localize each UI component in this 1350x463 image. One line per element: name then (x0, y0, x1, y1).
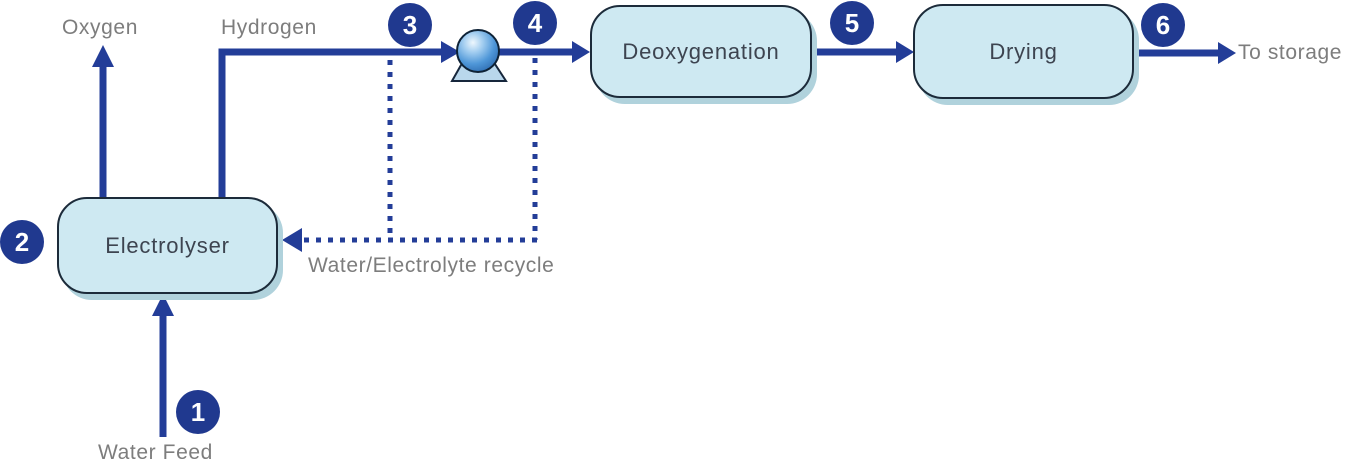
node-deoxygenation: Deoxygenation (590, 5, 812, 98)
node-deoxygenation-label: Deoxygenation (622, 38, 780, 64)
step-badge-4: 4 (513, 1, 557, 45)
node-electrolyser-label: Electrolyser (105, 232, 230, 258)
step-badge-2: 2 (0, 220, 44, 264)
step-badge-5: 5 (830, 1, 874, 45)
label-to-storage: To storage (1238, 41, 1343, 64)
label-oxygen: Oxygen (62, 16, 138, 39)
node-electrolyser: Electrolyser (57, 197, 278, 294)
label-hydrogen: Hydrogen (221, 16, 317, 39)
oxygen-arrowhead-icon (92, 45, 114, 67)
pump-icon (450, 29, 508, 82)
pump-inlet-arrowhead-icon (441, 41, 460, 63)
hydrogen-line (218, 48, 445, 198)
node-drying: Drying (913, 4, 1134, 99)
water-feed-arrowhead-icon (152, 294, 174, 316)
step-badge-1: 1 (176, 390, 220, 434)
step-badge-3: 3 (388, 3, 432, 47)
label-recycle: Water/Electrolyte recycle (308, 254, 555, 277)
to-storage-arrowhead-icon (1218, 42, 1236, 64)
step-badge-6: 6 (1141, 3, 1185, 47)
pump-sphere (456, 29, 500, 73)
deoxygenation-inlet-arrowhead-icon (572, 41, 590, 63)
recycle-arrowhead-icon (282, 228, 302, 252)
label-water-feed: Water Feed (98, 441, 213, 463)
node-drying-label: Drying (989, 38, 1058, 64)
drying-inlet-arrowhead-icon (896, 41, 914, 63)
